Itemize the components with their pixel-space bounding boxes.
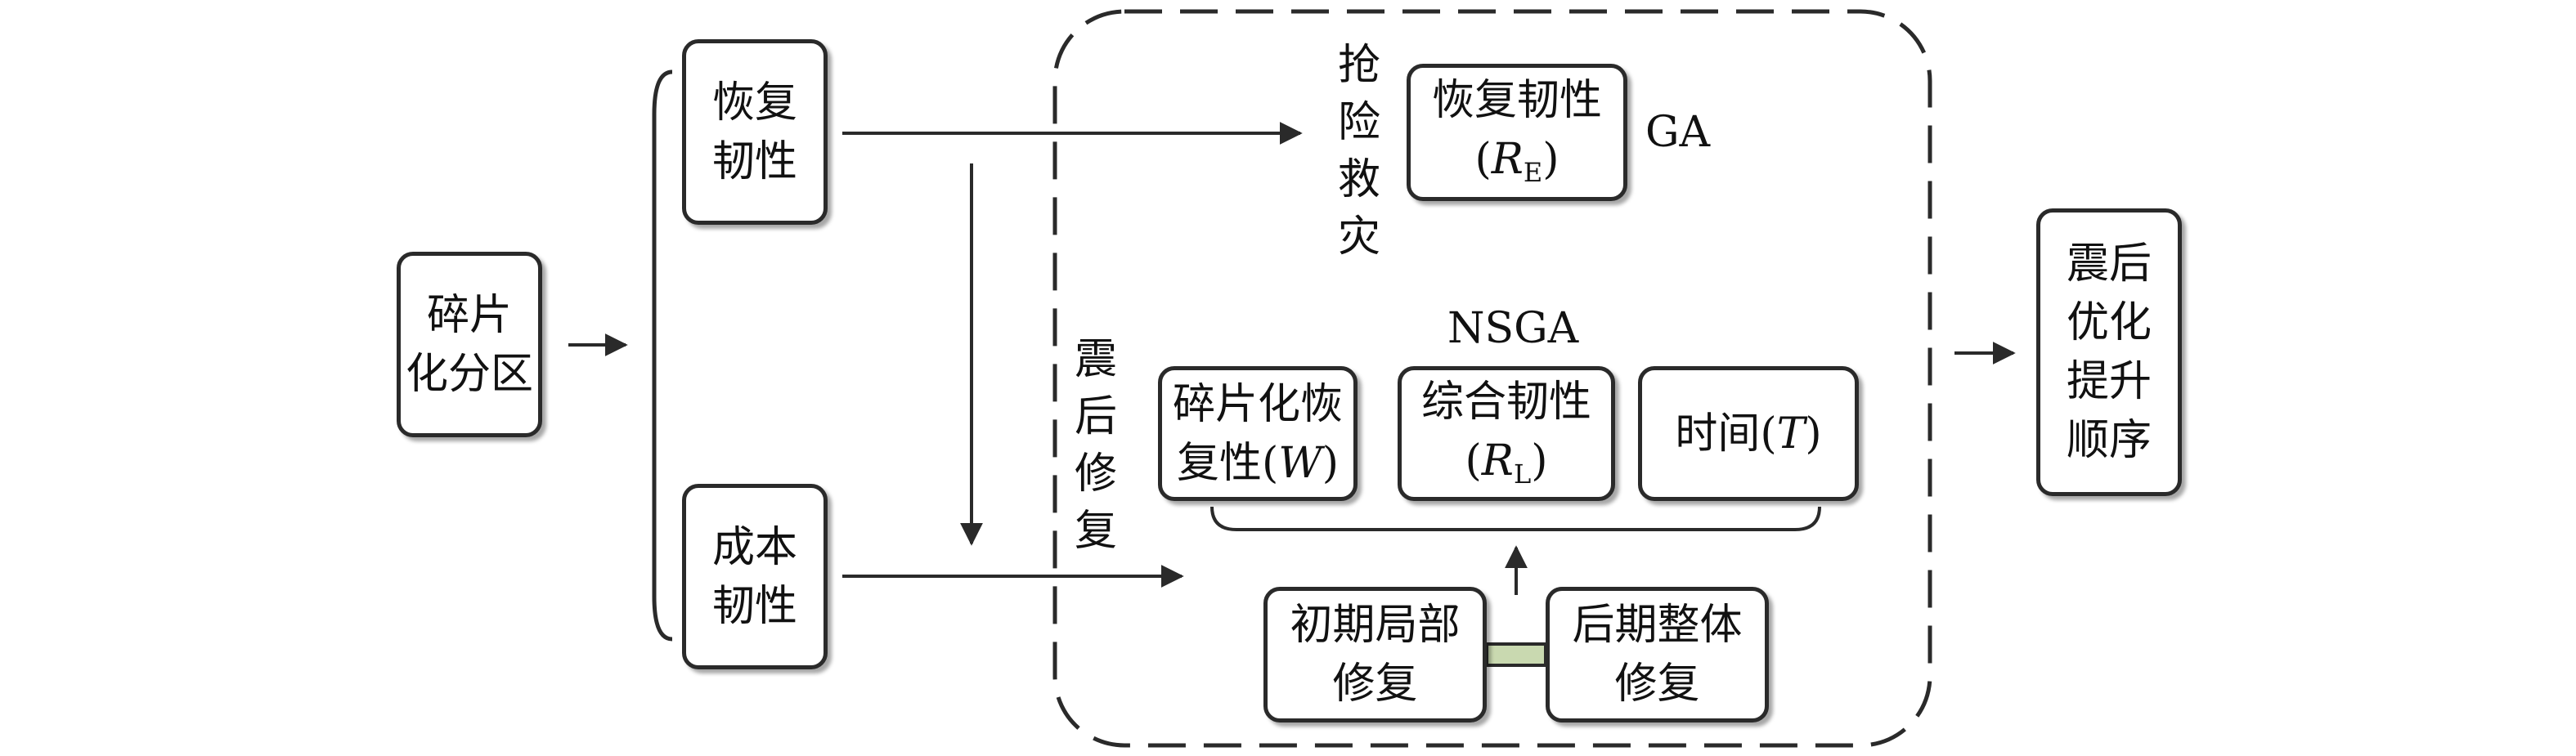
nsga-label: NSGA — [1447, 304, 1579, 353]
rl-var: R — [1481, 436, 1514, 485]
rl-paren-open: ( — [1465, 436, 1482, 485]
rl-box-line-1: 综合韧性 — [1420, 377, 1591, 427]
fragment-partition-line-2: 化分区 — [405, 349, 533, 399]
optimization-frame — [1052, 9, 1932, 748]
w-box-line-2: 复性(W) — [1173, 434, 1343, 493]
output-line-4: 顺序 — [2066, 416, 2152, 465]
fragment-partition-line-1: 碎片 — [426, 290, 512, 340]
composite-resilience-rl-box: 综合韧性 (RL) — [1398, 366, 1615, 501]
re-box-line-2: (RE) — [1432, 130, 1602, 194]
fragment-recovery-w-box: 碎片化恢 复性(W) — [1158, 366, 1358, 501]
cost-resilience-line-1: 成本 — [711, 522, 797, 572]
rescue-char-3: 救 — [1337, 155, 1380, 204]
recovery-resilience-line-1: 恢复 — [711, 78, 797, 127]
later-repair-line-2: 修复 — [1614, 660, 1700, 709]
rescue-char-1: 抢 — [1337, 41, 1380, 90]
initial-repair-line-1: 初期局部 — [1290, 601, 1461, 650]
fragment-partition-box: 碎片 化分区 — [397, 252, 542, 437]
recovery-resilience-re-box: 恢复韧性 (RE) — [1407, 64, 1627, 201]
time-var: T — [1776, 409, 1806, 459]
rl-subscript: L — [1513, 458, 1532, 490]
post-quake-order-box: 震后 优化 提升 顺序 — [2036, 208, 2182, 496]
rescue-char-4: 灾 — [1337, 212, 1380, 262]
re-paren-open: ( — [1474, 135, 1492, 184]
objectives-brace — [1210, 506, 1821, 531]
time-t-box: 时间(T) — [1638, 366, 1859, 501]
later-repair-line-1: 后期整体 — [1572, 601, 1743, 650]
recovery-resilience-line-2: 韧性 — [711, 136, 797, 186]
cost-resilience-box: 成本 韧性 — [682, 484, 828, 669]
re-paren-close: ) — [1542, 135, 1560, 184]
w-prefix: 复性( — [1176, 438, 1279, 488]
recovery-resilience-box: 恢复 韧性 — [682, 39, 828, 225]
later-overall-repair-box: 后期整体 修复 — [1546, 587, 1769, 722]
repair-char-2: 后 — [1074, 392, 1117, 441]
time-suffix: ) — [1805, 409, 1822, 459]
w-suffix: ) — [1322, 438, 1340, 488]
w-var: W — [1278, 438, 1322, 488]
re-subscript: E — [1523, 157, 1543, 188]
output-line-1: 震后 — [2066, 239, 2152, 289]
branch-bracket — [652, 69, 673, 642]
repair-char-4: 复 — [1074, 507, 1117, 556]
w-box-line-1: 碎片化恢 — [1172, 379, 1343, 429]
re-box-line-1: 恢复韧性 — [1431, 76, 1602, 125]
cost-resilience-line-2: 韧性 — [711, 581, 797, 631]
initial-local-repair-box: 初期局部 修复 — [1263, 587, 1487, 722]
repair-char-1: 震 — [1074, 335, 1117, 384]
rl-paren-close: ) — [1531, 436, 1548, 485]
repair-char-3: 修 — [1074, 450, 1117, 499]
ga-label: GA — [1645, 108, 1711, 157]
rl-box-line-2: (RL) — [1421, 432, 1591, 495]
re-var: R — [1491, 135, 1524, 184]
repair-link-bar — [1485, 642, 1547, 667]
emergency-rescue-label: 抢 险 救 灾 — [1335, 37, 1384, 266]
output-line-2: 优化 — [2066, 298, 2152, 347]
rescue-char-2: 险 — [1337, 98, 1380, 147]
initial-repair-line-2: 修复 — [1332, 660, 1418, 709]
time-prefix: 时间( — [1675, 409, 1777, 459]
output-line-3: 提升 — [2066, 357, 2152, 406]
post-quake-repair-label: 震 后 修 复 — [1071, 331, 1120, 560]
